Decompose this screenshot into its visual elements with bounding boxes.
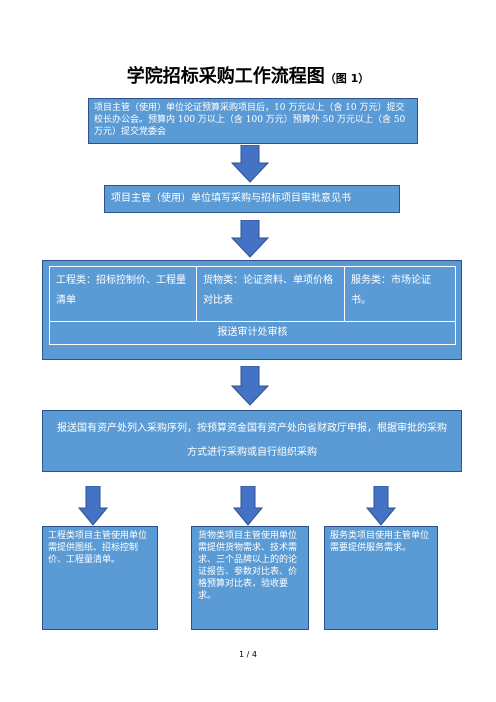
branch-goods-text: 货物类项目主管使用单位需提供货物需求、技术需求、三个品牌以上的的论证报告、参数对…: [198, 531, 298, 601]
goods-text: 货物类：论证资料、单项价格对比表: [203, 275, 333, 306]
step4-text: 报送国有资产处列入采购序列，按预算资金国有资产处向省财政厅申报，根据审批的采购方…: [57, 423, 447, 458]
engineering-cell: 工程类：招标控制价、工程量清单: [49, 266, 197, 322]
branch-engineering-box: 工程类项目主管使用单位需提供图纸、招标控制价、工程量清单。: [42, 526, 158, 630]
step4-box: 报送国有资产处列入采购序列，按预算资金国有资产处向省财政厅申报，根据审批的采购方…: [42, 410, 462, 472]
arrow-down-icon: [230, 366, 270, 406]
audit-text: 报送审计处审核: [217, 327, 288, 338]
title-sub: （图 1）: [324, 72, 370, 85]
arrow-down-icon: [78, 486, 108, 526]
branch-goods-box: 货物类项目主管使用单位需提供货物需求、技术需求、三个品牌以上的的论证报告、参数对…: [191, 526, 309, 630]
audit-cell: 报送审计处审核: [49, 321, 456, 345]
arrow-down-icon: [233, 486, 263, 526]
arrow-down-icon: [230, 145, 270, 183]
services-text: 服务类：市场论证书。: [351, 275, 431, 306]
step1-text: 项目主管（使用）单位论证预算采购项目后，10 万元以上（含 10 万元）提交校长…: [94, 103, 406, 137]
services-cell: 服务类：市场论证书。: [344, 266, 456, 322]
page-title: 学院招标采购工作流程图（图 1）: [0, 62, 496, 88]
step1-box: 项目主管（使用）单位论证预算采购项目后，10 万元以上（含 10 万元）提交校长…: [88, 98, 418, 144]
branch-services-box: 服务类项目使用主管单位需要提供服务需求。: [324, 526, 438, 630]
goods-cell: 货物类：论证资料、单项价格对比表: [196, 266, 345, 322]
step3-box: 工程类：招标控制价、工程量清单 货物类：论证资料、单项价格对比表 服务类：市场论…: [42, 260, 462, 360]
arrow-down-icon: [366, 486, 396, 526]
engineering-text: 工程类：招标控制价、工程量清单: [56, 275, 186, 306]
step2-text: 项目主管（使用）单位填写采购与招标项目审批意见书: [111, 193, 351, 204]
branch-services-text: 服务类项目使用主管单位需要提供服务需求。: [330, 531, 430, 553]
title-main: 学院招标采购工作流程图: [126, 66, 325, 87]
branch-engineering-text: 工程类项目主管使用单位需提供图纸、招标控制价、工程量清单。: [48, 531, 148, 565]
page-number: 1 / 4: [239, 650, 257, 659]
arrow-down-icon: [230, 220, 270, 258]
step2-box: 项目主管（使用）单位填写采购与招标项目审批意见书: [104, 185, 400, 213]
